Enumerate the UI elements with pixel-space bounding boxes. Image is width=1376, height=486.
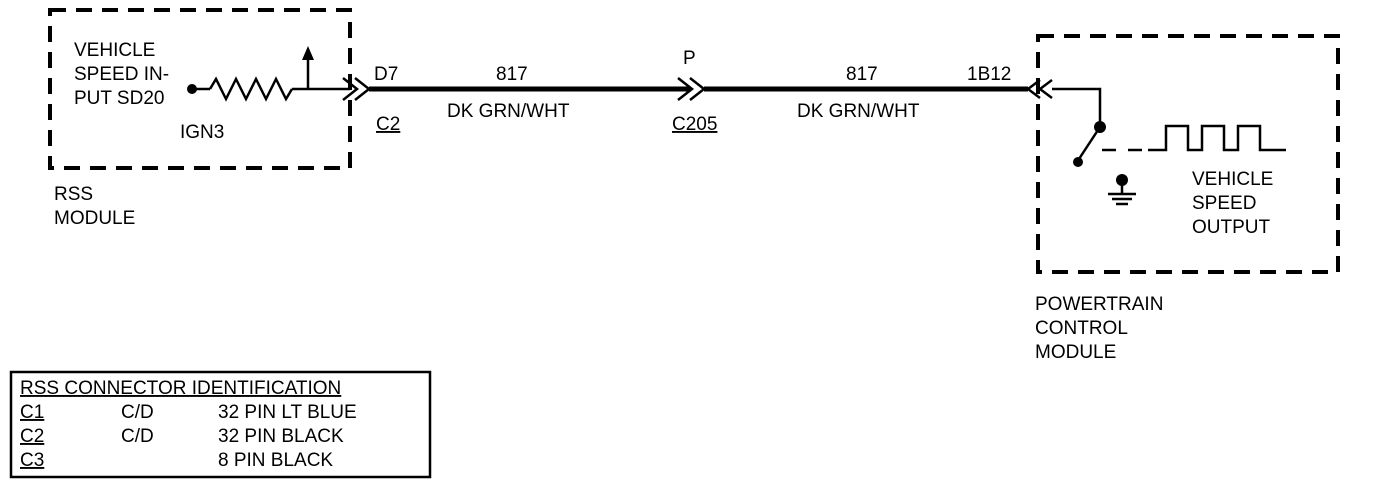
connector-table-row-desc: 8 PIN BLACK: [218, 450, 333, 471]
connector-table-row-desc: 32 PIN LT BLUE: [218, 402, 357, 423]
wire-right-circuit: 817: [846, 64, 878, 85]
connector-table-row-id: C2: [20, 426, 44, 447]
wire-left-circuit: 817: [496, 64, 528, 85]
connector-c2-id: C2: [376, 114, 400, 135]
pcm-output-label-line-3: OUTPUT: [1192, 217, 1271, 238]
connector-c2-pin: D7: [374, 64, 398, 85]
rss-power-label: IGN3: [180, 122, 224, 143]
pull-up-resistor-symbol: [187, 46, 350, 102]
rss-input-label-line-3: PUT SD20: [74, 88, 164, 109]
connector-1b12-pin: 1B12: [967, 64, 1011, 85]
rss-module-name-line-2: MODULE: [54, 208, 135, 229]
wire-left-color: DK GRN/WHT: [447, 101, 570, 122]
switch-to-ground-symbol: [1052, 87, 1142, 206]
connector-table-row-id: C3: [20, 450, 44, 471]
connector-table-row-type: C/D: [121, 402, 154, 423]
connector-table-title: RSS CONNECTOR IDENTIFICATION: [20, 378, 341, 399]
connector-table-row-desc: 32 PIN BLACK: [218, 426, 344, 447]
rss-input-label-line-1: VEHICLE: [74, 40, 155, 61]
pcm-output-label-line-1: VEHICLE: [1192, 169, 1273, 190]
connector-table-row-type: C/D: [121, 426, 154, 447]
pcm-name-line-3: MODULE: [1035, 342, 1116, 363]
connector-table-row-id: C1: [20, 402, 44, 423]
pcm-output-label-line-2: SPEED: [1192, 193, 1256, 214]
rss-input-label-line-2: SPEED IN-: [74, 64, 169, 85]
pcm-box: [1036, 34, 1340, 274]
pcm-name-line-2: CONTROL: [1035, 318, 1128, 339]
connector-table-box: [9, 370, 432, 479]
wire-right-color: DK GRN/WHT: [797, 101, 920, 122]
rss-module-name-line-1: RSS: [54, 184, 93, 205]
connector-c205-id: C205: [672, 114, 717, 135]
connector-c205-pin: P: [683, 48, 696, 69]
square-wave-icon: [1148, 124, 1286, 152]
pcm-name-line-1: POWERTRAIN: [1035, 294, 1163, 315]
